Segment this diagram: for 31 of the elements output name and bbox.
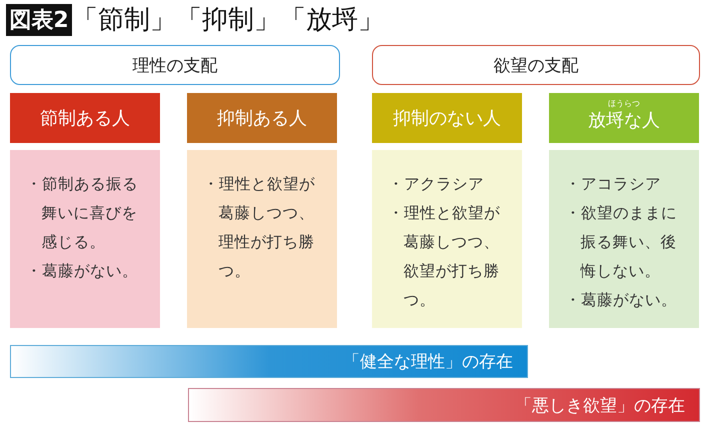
- header-text: 節制ある人: [40, 107, 130, 130]
- bullet-item: ・アクラシア: [388, 174, 485, 195]
- bullet-item: ・欲望のままに振る舞い、後悔しない。: [565, 203, 678, 282]
- group-box: [372, 45, 700, 85]
- gradient-bar: [10, 345, 528, 378]
- text-box: [372, 150, 522, 328]
- bullet-item: ・理性と欲望が葛藤しつつ、理性が打ち勝つ。: [203, 174, 316, 282]
- header-text: 抑制ある人: [217, 107, 307, 130]
- bar-text: 「健全な理性」の存在: [343, 351, 513, 373]
- header-text: 抑制のない人: [393, 107, 501, 130]
- group-title: 欲望の支配: [494, 54, 578, 76]
- text-box: [549, 150, 699, 328]
- text-box: [187, 150, 337, 328]
- bullet-item: ・葛藤がない。: [565, 290, 678, 311]
- bullet-item: ・節制ある振る舞いに喜びを感じる。: [26, 174, 139, 253]
- header-box: [187, 93, 337, 143]
- bullet-item: ・理性と欲望が葛藤しつつ、欲望が打ち勝つ。: [388, 203, 501, 311]
- text-box: [10, 150, 160, 328]
- bullet-item: ・アコラシア: [565, 174, 662, 195]
- header-box: [10, 93, 160, 143]
- figure-label: 図表2: [6, 4, 72, 36]
- header-box: [372, 93, 522, 143]
- header-text: 放埒な人: [588, 108, 660, 132]
- group-box: [10, 45, 340, 85]
- bar-text: 「悪しき欲望」の存在: [515, 394, 685, 416]
- ruby-text: ほうらつ: [608, 98, 640, 108]
- bullet-item: ・葛藤がない。: [26, 261, 139, 282]
- title: 「節制」「抑制」「放埒」: [72, 4, 384, 37]
- header-box: [549, 93, 699, 143]
- gradient-bar: [188, 388, 700, 422]
- group-title: 理性の支配: [132, 54, 218, 76]
